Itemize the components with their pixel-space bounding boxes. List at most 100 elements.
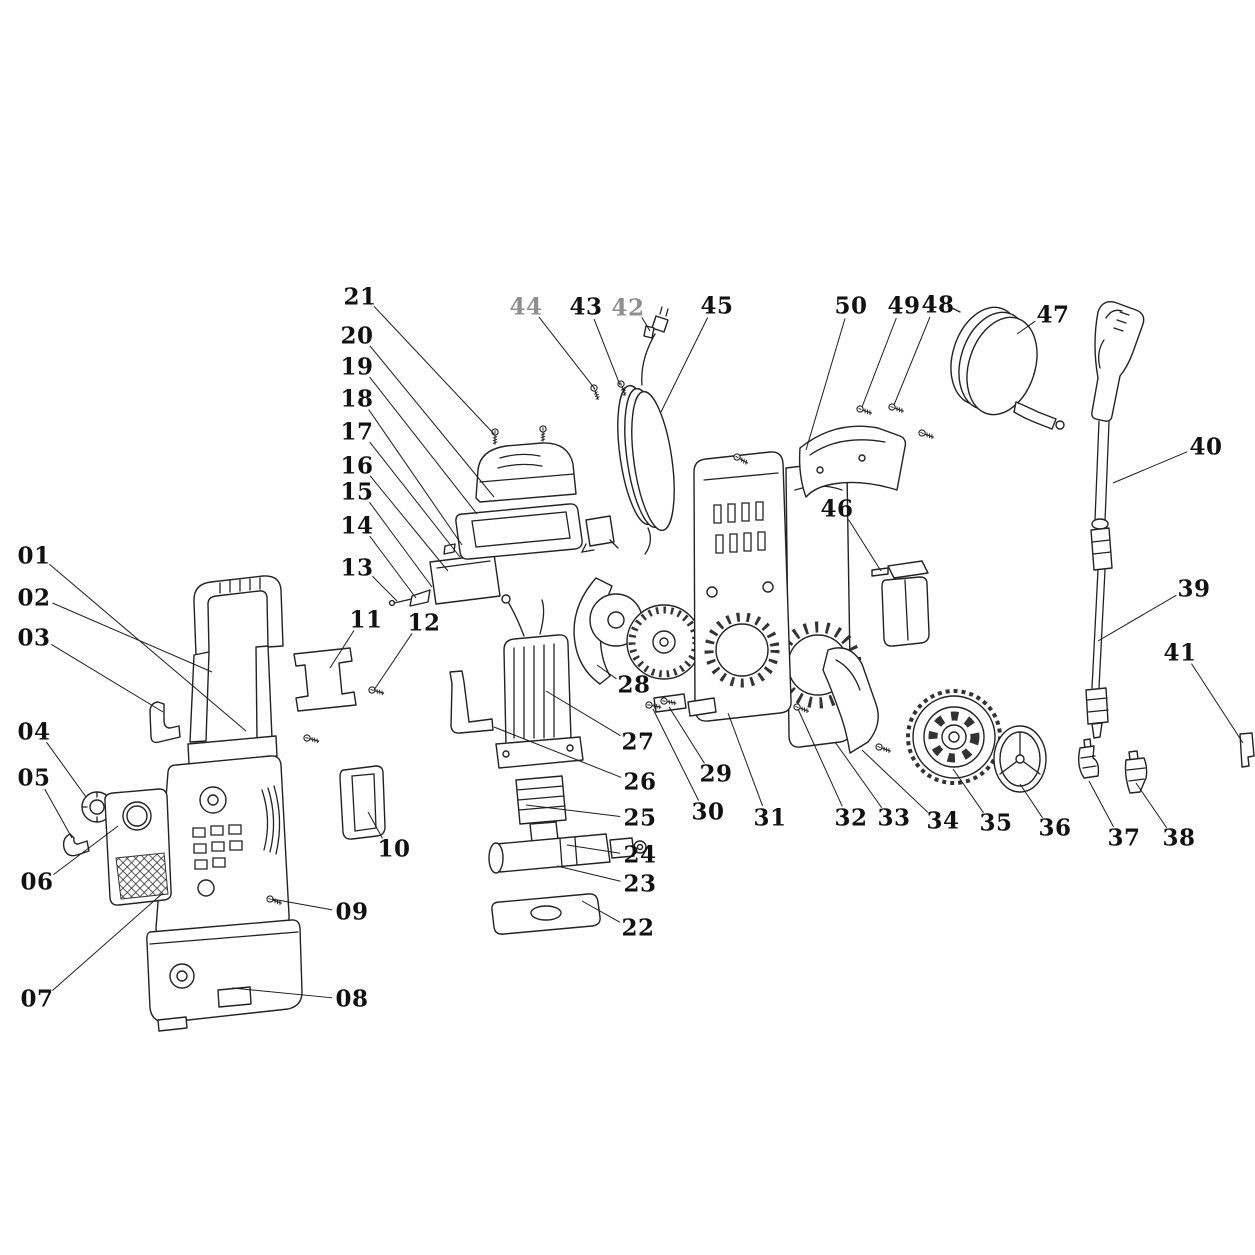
leader-line-18 — [368, 409, 463, 546]
leader-line-02 — [52, 602, 213, 673]
lance-coupler — [1090, 527, 1113, 571]
part-label-03: 03 — [17, 624, 51, 652]
cable-tie — [643, 325, 655, 339]
leader-line-11 — [329, 630, 355, 669]
part-label-36: 36 — [1038, 814, 1072, 842]
leader-line-05 — [44, 788, 73, 839]
part-label-14: 14 — [340, 512, 374, 540]
power-plug — [651, 315, 669, 333]
leader-line-32 — [797, 708, 843, 807]
fan-assembly — [573, 577, 702, 685]
part-label-32: 32 — [834, 804, 868, 832]
leader-line-29 — [668, 706, 705, 764]
part-label-08: 08 — [335, 985, 369, 1013]
leader-line-01 — [49, 563, 247, 732]
part-label-39: 39 — [1177, 575, 1211, 603]
part-label-30: 30 — [691, 798, 725, 826]
leader-line-06 — [53, 825, 119, 876]
leader-line-49 — [861, 317, 897, 408]
part-label-45: 45 — [700, 292, 734, 320]
motor-pump-assembly — [449, 594, 647, 935]
clamp-bracket-b — [687, 697, 717, 717]
part-label-37: 37 — [1107, 824, 1141, 852]
panel-grille — [116, 853, 168, 899]
part-label-41: 41 — [1163, 639, 1197, 667]
clip-part — [149, 701, 181, 744]
part-label-12: 12 — [407, 609, 441, 637]
adjustable-nozzle — [1124, 757, 1148, 794]
part-label-46: 46 — [820, 495, 854, 523]
part-label-20: 20 — [340, 322, 374, 350]
handle-cover — [798, 402, 936, 498]
part-label-42: 42 — [611, 294, 645, 322]
pressure-hose — [966, 316, 1038, 416]
base-housing — [146, 919, 303, 1023]
part-label-38: 38 — [1162, 824, 1196, 852]
bottle-sprayer — [887, 560, 929, 579]
leader-line-50 — [805, 318, 846, 451]
leader-line-46 — [848, 519, 882, 572]
bottle-body — [881, 576, 930, 647]
part-label-15: 15 — [340, 478, 374, 506]
leader-line-21 — [373, 305, 495, 435]
part-label-11: 11 — [349, 606, 383, 634]
leader-line-34 — [861, 749, 929, 813]
small-clip — [1239, 732, 1255, 768]
part-label-40: 40 — [1189, 433, 1223, 461]
leader-line-07 — [51, 892, 164, 992]
part-label-48: 48 — [921, 291, 955, 319]
leader-line-16 — [369, 475, 449, 572]
power-cord — [589, 306, 675, 555]
leader-line-25 — [525, 804, 621, 818]
part-label-43: 43 — [569, 293, 603, 321]
leader-line-35 — [952, 768, 984, 814]
leader-line-44 — [538, 316, 596, 390]
leader-line-45 — [660, 317, 709, 413]
pump-cylinder — [515, 775, 567, 825]
side-cover — [822, 647, 893, 755]
leader-line-09 — [271, 898, 333, 911]
part-label-16: 16 — [340, 452, 374, 480]
leader-line-38 — [1135, 782, 1168, 829]
part-label-31: 31 — [753, 804, 787, 832]
lance-end-fitting — [1085, 687, 1109, 725]
leader-line-36 — [1019, 783, 1043, 819]
leader-line-13 — [372, 575, 398, 602]
wheel-assembly — [906, 689, 1047, 793]
leader-line-39 — [1097, 594, 1177, 642]
part-label-02: 02 — [17, 584, 51, 612]
control-buttons — [192, 824, 243, 870]
part-label-47: 47 — [1036, 301, 1070, 329]
part-label-05: 05 — [17, 764, 51, 792]
leader-line-37 — [1088, 780, 1114, 828]
accessory-holder — [339, 765, 386, 840]
hose-coil — [947, 305, 1065, 430]
spray-gun-lance — [1085, 301, 1255, 768]
leader-line-24 — [566, 844, 621, 854]
part-label-34: 34 — [926, 807, 960, 835]
part-label-17: 17 — [340, 418, 374, 446]
leader-line-04 — [46, 741, 87, 798]
leader-line-43 — [593, 318, 621, 386]
part-label-01: 01 — [17, 542, 51, 570]
top-cap-assembly — [455, 425, 619, 560]
part-label-21: 21 — [343, 283, 377, 311]
part-label-04: 04 — [17, 718, 51, 746]
leader-line-03 — [51, 644, 164, 713]
leader-line-22 — [581, 900, 621, 923]
part-label-33: 33 — [877, 804, 911, 832]
leader-line-33 — [834, 741, 883, 809]
part-label-22: 22 — [621, 914, 655, 942]
part-label-28: 28 — [617, 671, 651, 699]
leader-line-41 — [1191, 663, 1244, 744]
main-body — [155, 755, 290, 938]
leader-line-42 — [641, 317, 651, 332]
leader-line-17 — [369, 441, 461, 558]
leader-line-31 — [727, 712, 764, 807]
leader-line-10 — [367, 811, 383, 839]
part-label-25: 25 — [623, 804, 657, 832]
leader-line-30 — [652, 708, 700, 801]
pump-head — [495, 833, 611, 873]
